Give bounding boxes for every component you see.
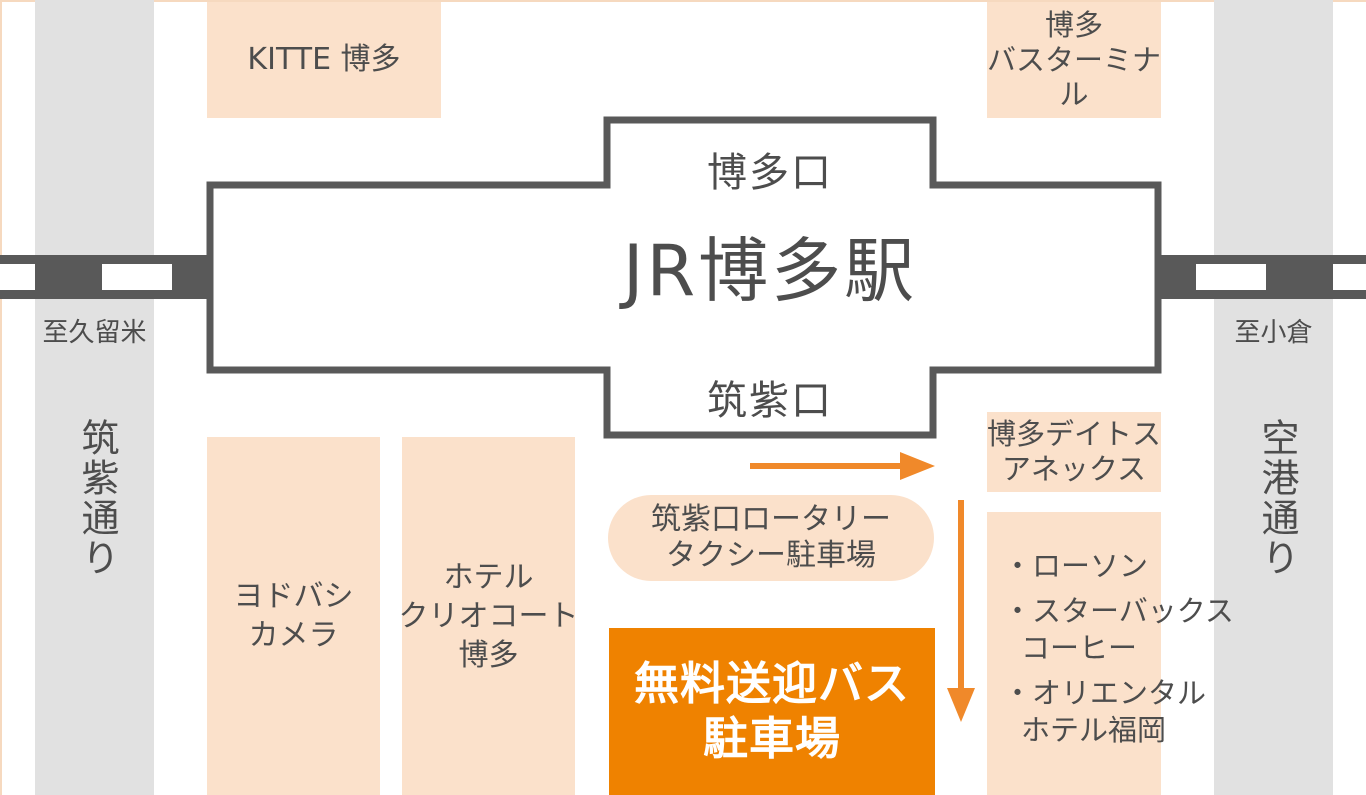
building-kitte-hakata: KITTE 博多 [207, 2, 441, 118]
road-kuko-dori [1214, 0, 1333, 795]
shop-starbucks: ・スターバックス コーヒー [1003, 593, 1234, 667]
arrow-right-icon [750, 452, 935, 480]
road-chikushi-dori [35, 0, 154, 795]
direction-kokura: 至小倉 [1234, 318, 1313, 348]
free-shuttle-bus-parking: 無料送迎バス 駐車場 [609, 628, 935, 795]
building-hakata-bus-terminal: 博多 バスターミナル [987, 2, 1161, 118]
deitos-label-1: 博多デイトス [987, 417, 1162, 452]
rotary-label-1: 筑紫口ロータリー [651, 502, 891, 537]
bus-terminal-label-2: バスターミナル [987, 42, 1162, 112]
shop-lawson-label: ・ローソン [1003, 549, 1149, 583]
map-border-top [0, 0, 1366, 2]
shuttle-label-1: 無料送迎バス [633, 656, 910, 710]
road-name-chikushi-dori: 筑紫通り [75, 418, 119, 578]
station-north-exit: 博多口 [707, 150, 833, 196]
railway-left-tie-2 [102, 264, 172, 290]
hotel-label-3: 博多 [458, 637, 519, 673]
map-border-left [0, 0, 2, 795]
yodobashi-label-1: ヨドバシ [233, 579, 354, 614]
deitos-label-2: アネックス [1001, 452, 1147, 486]
road-name-kuko-dori: 空港通り [1255, 418, 1299, 578]
direction-kurume: 至久留米 [42, 318, 147, 348]
station-south-exit: 筑紫口 [707, 378, 833, 424]
railway-right-tie-2 [1333, 264, 1366, 290]
yodobashi-label-2: カメラ [248, 618, 339, 653]
shop-starbucks-label-2: コーヒー [1021, 631, 1138, 666]
shuttle-label-2: 駐車場 [702, 711, 841, 765]
building-yodobashi-camera: ヨドバシ カメラ [207, 437, 380, 795]
building-hotel-clio-court: ホテル クリオコート 博多 [399, 437, 579, 795]
chikushi-rotary-taxi: 筑紫口ロータリー タクシー駐車場 [608, 495, 934, 581]
bus-terminal-label-1: 博多 [1044, 7, 1103, 42]
rotary-label-2: タクシー駐車場 [666, 538, 876, 573]
shop-oriental-hotel: ・オリエンタル ホテル福岡 [1003, 675, 1206, 749]
building-kitte-label: KITTE 博多 [247, 42, 401, 77]
railway-left-tie-1 [0, 264, 35, 290]
hotel-label-1: ホテル [443, 559, 534, 595]
shop-lawson: ・ローソン [1003, 548, 1148, 585]
shop-starbucks-label-1: ・スターバックス [1003, 594, 1234, 629]
railway-right-tie-1 [1196, 264, 1266, 290]
arrow-down-icon [947, 500, 975, 722]
hotel-label-2: クリオコート [398, 598, 579, 634]
station-name: JR博多駅 [622, 230, 918, 312]
building-deitos-annex: 博多デイトス アネックス [987, 412, 1161, 492]
shop-oriental-label-1: ・オリエンタル [1003, 676, 1207, 711]
shop-oriental-label-2: ホテル福岡 [1021, 713, 1167, 748]
shops-block: ・ローソン ・スターバックス コーヒー ・オリエンタル ホテル福岡 [987, 512, 1234, 795]
